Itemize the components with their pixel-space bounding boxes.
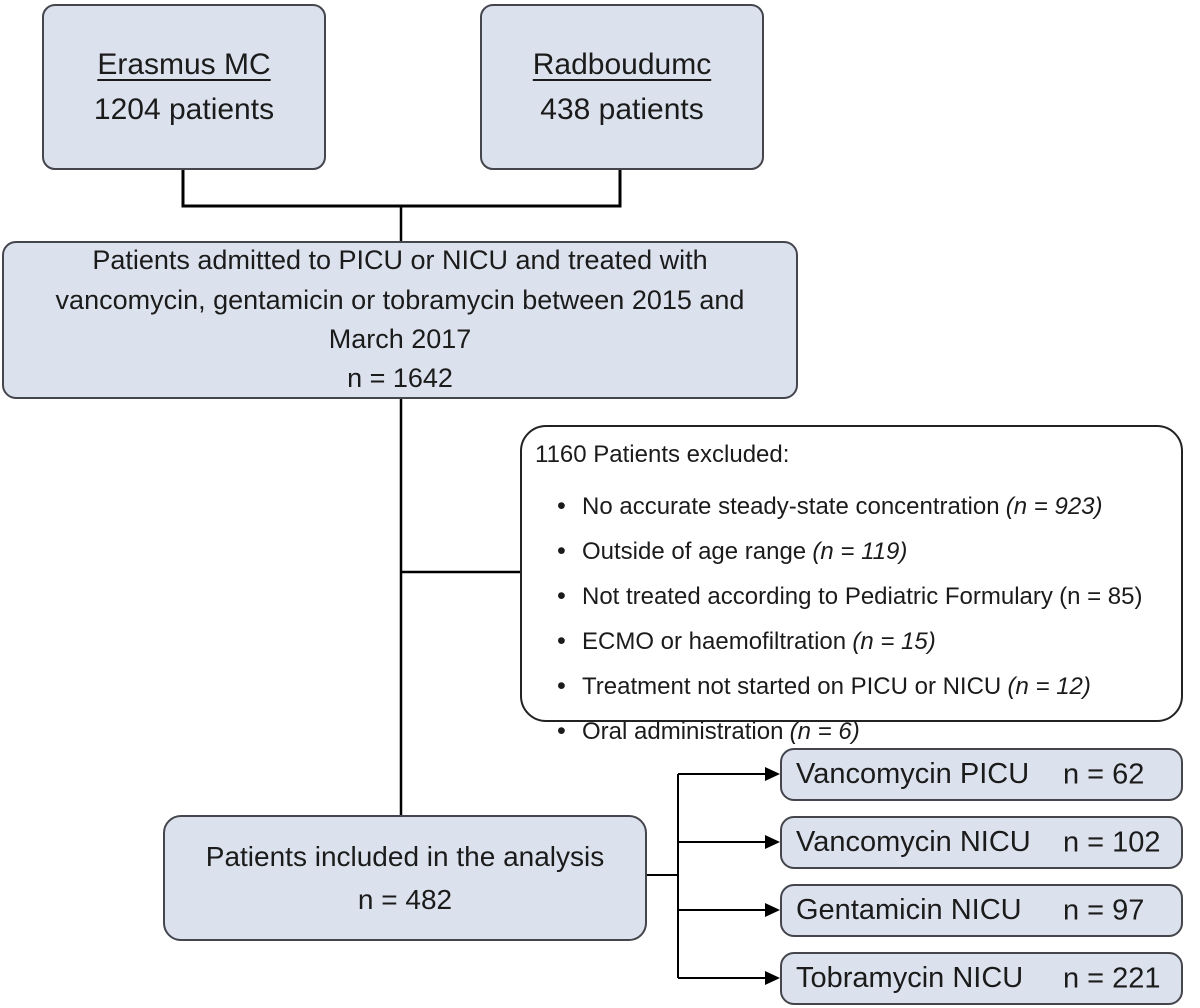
outcome-box-vancomycin-picu: Vancomycin PICU n = 62 [780, 748, 1183, 801]
outcome-count: n = 102 [1063, 826, 1161, 858]
outcome-count: n = 62 [1063, 758, 1145, 790]
excluded-header: 1160 Patients excluded: [535, 441, 790, 468]
outcome-count: n = 97 [1063, 894, 1145, 926]
excluded-item-label: No accurate steady-state concentration [582, 493, 1000, 520]
excluded-item-label: Treatment not started on PICU or NICU [582, 673, 1002, 700]
arrowhead-icon [765, 835, 780, 849]
excluded-item: ECMO or haemofiltration(n = 15) [535, 626, 1143, 658]
excluded-item: Outside of age range(n = 119) [535, 536, 1143, 568]
outcome-box-tobramycin-nicu: Tobramycin NICU n = 221 [780, 952, 1183, 1005]
excluded-item-label: Not treated according to Pediatric Formu… [582, 583, 1053, 610]
source-title: Erasmus MC [97, 48, 271, 81]
outcome-label: Tobramycin NICU [796, 962, 1024, 994]
excluded-item-count: (n = 15) [852, 628, 936, 655]
excluded-item-label: Oral administration [582, 718, 784, 745]
excluded-item: Oral administration(n = 6) [535, 716, 1143, 748]
excluded-item: Treatment not started on PICU or NICU(n … [535, 671, 1143, 703]
outcome-count: n = 221 [1063, 962, 1161, 994]
excluded-box: 1160 Patients excluded: No accurate stea… [520, 425, 1183, 748]
outcome-label: Vancomycin NICU [796, 826, 1031, 858]
outcome-label: Vancomycin PICU [796, 758, 1030, 790]
admitted-count: n = 1642 [347, 363, 453, 394]
excluded-item: Not treated according to Pediatric Formu… [535, 581, 1143, 613]
excluded-item-count: (n = 119) [812, 538, 908, 565]
arrowhead-icon [765, 971, 780, 985]
included-line: Patients included in the analysis [205, 840, 605, 872]
admitted-box: Patients admitted to PICU or NICU and tr… [2, 241, 798, 399]
arrowhead-icon [765, 903, 780, 917]
excluded-item-count: (n = 85) [1059, 583, 1143, 610]
admitted-line: Patients admitted to PICU or NICU and tr… [92, 245, 708, 276]
excluded-item-label: ECMO or haemofiltration [582, 628, 847, 655]
included-box: Patients included in the analysis n = 48… [163, 815, 647, 941]
outcome-box-gentamicin-nicu: Gentamicin NICU n = 97 [780, 884, 1183, 937]
source-box-erasmus: Erasmus MC 1204 patients [42, 4, 326, 170]
excluded-item-count: (n = 923) [1005, 493, 1103, 520]
excluded-item-label: Outside of age range [582, 538, 807, 565]
excluded-item-count: (n = 12) [1007, 673, 1091, 700]
outcome-label: Gentamicin NICU [796, 894, 1022, 926]
admitted-line: March 2017 [328, 324, 472, 354]
outcome-box-vancomycin-nicu: Vancomycin NICU n = 102 [780, 816, 1183, 869]
source-count: 1204 patients [93, 93, 275, 126]
arrowhead-icon [765, 767, 780, 781]
included-count: n = 482 [357, 884, 453, 915]
excluded-item: No accurate steady-state concentration(n… [535, 491, 1143, 523]
excluded-item-count: (n = 6) [789, 718, 860, 745]
source-count: 438 patients [540, 93, 704, 126]
source-title: Radboudumc [532, 48, 712, 81]
admitted-line: vancomycin, gentamicin or tobramycin bet… [55, 284, 745, 315]
excluded-list: No accurate steady-state concentration(n… [535, 477, 1143, 762]
source-box-radboud: Radboudumc 438 patients [480, 4, 764, 170]
